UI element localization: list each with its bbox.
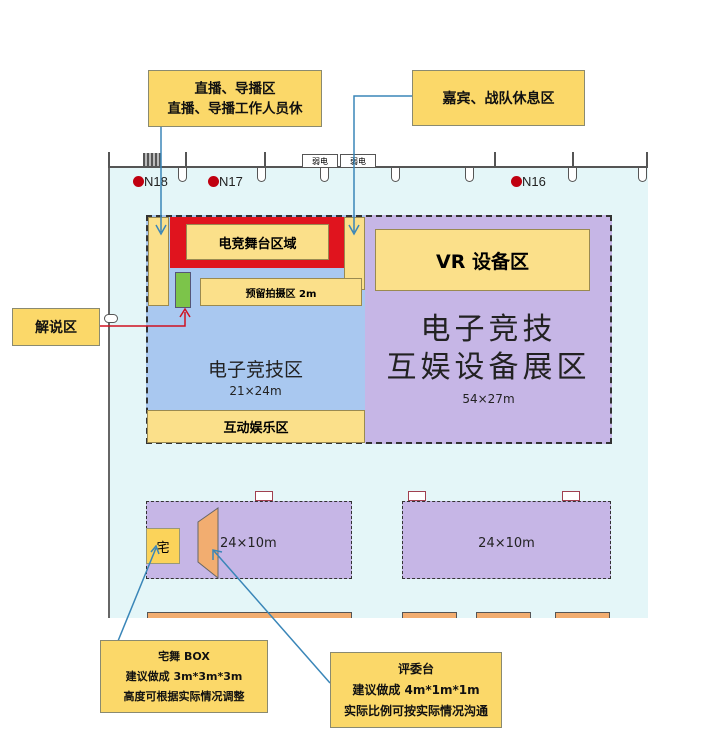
dance-box-callout: 宅舞 BOX 建议做成 3m*3m*3m 高度可根据实际情况调整 bbox=[100, 640, 268, 713]
lower-left-zone bbox=[146, 501, 352, 579]
marker-label: N17 bbox=[219, 174, 243, 189]
screen-icon bbox=[562, 491, 580, 501]
wall-column bbox=[108, 152, 110, 168]
callout-line: 直播、导播区 bbox=[194, 80, 276, 97]
callout-line: 评委台 bbox=[397, 661, 434, 676]
guest-callout: 嘉宾、战队休息区 bbox=[412, 70, 585, 126]
pillar bbox=[178, 168, 187, 182]
power-box: 弱电 bbox=[340, 154, 376, 168]
callout-line: 直播、导播工作人员休 bbox=[167, 100, 303, 117]
interactive-area: 互动娱乐区 bbox=[147, 410, 365, 443]
callout-line: 宅舞 BOX bbox=[158, 649, 210, 663]
wall-column bbox=[264, 152, 266, 168]
expo-label-line2: 互娱设备展区 bbox=[386, 350, 591, 385]
booth-strip bbox=[476, 612, 531, 618]
pillar bbox=[320, 168, 329, 182]
screen-icon bbox=[255, 491, 273, 501]
judges-callout: 评委台 建议做成 4m*1m*1m 实际比例可按实际情况沟通 bbox=[330, 652, 502, 728]
pillar bbox=[257, 168, 266, 182]
callout-line: 高度可根据实际情况调整 bbox=[123, 689, 245, 703]
callout-line: 建议做成 3m*3m*3m bbox=[125, 669, 243, 683]
pillar bbox=[465, 168, 474, 182]
booth-strip bbox=[555, 612, 610, 618]
esports-zone-size: 21×24m bbox=[229, 384, 282, 398]
marker-dot-icon bbox=[208, 176, 219, 187]
guest-leader bbox=[353, 95, 412, 232]
callout-line: 解说区 bbox=[35, 320, 77, 336]
callout-line: 嘉宾、战队休息区 bbox=[442, 91, 555, 107]
commentary-booth bbox=[175, 272, 191, 308]
wall-column bbox=[494, 152, 496, 168]
commentary-leader bbox=[100, 312, 186, 327]
commentary-callout: 解说区 bbox=[12, 308, 100, 346]
broadcast-callout: 直播、导播区 直播、导播工作人员休 bbox=[148, 70, 322, 127]
upper-boundary bbox=[146, 215, 612, 444]
lower-left-size: 24×10m bbox=[220, 536, 277, 551]
marker-dot-icon bbox=[511, 176, 522, 187]
marker-dot-icon bbox=[133, 176, 144, 187]
pillar bbox=[638, 168, 647, 182]
wall-column bbox=[572, 152, 574, 168]
vr-area: VR 设备区 bbox=[375, 229, 590, 291]
marker-label: N16 bbox=[522, 174, 546, 189]
lower-right-zone bbox=[402, 501, 611, 579]
screen-icon bbox=[408, 491, 426, 501]
stage-area: 电竞舞台区域 bbox=[186, 224, 329, 260]
dance-box-leader bbox=[117, 547, 157, 642]
judges-leader bbox=[213, 550, 331, 684]
callout-line: 建议做成 4m*1m*1m bbox=[352, 682, 480, 697]
booth-strip bbox=[402, 612, 457, 618]
stairs-icon bbox=[143, 153, 161, 166]
wall-column bbox=[646, 152, 648, 168]
expo-label-line1: 电子竞技 bbox=[420, 312, 557, 347]
booth-strip bbox=[147, 612, 352, 618]
pillar bbox=[104, 314, 118, 323]
esports-zone-label: 电子竞技区 bbox=[207, 359, 303, 381]
marker-label: N18 bbox=[144, 174, 168, 189]
power-box: 弱电 bbox=[302, 154, 338, 168]
pillar bbox=[391, 168, 400, 182]
lower-right-size: 24×10m bbox=[478, 536, 535, 551]
pillar bbox=[568, 168, 577, 182]
callout-line: 实际比例可按实际情况沟通 bbox=[343, 703, 488, 718]
broadcast-area bbox=[148, 217, 169, 306]
expo-size: 54×27m bbox=[462, 392, 515, 406]
wall-column bbox=[185, 152, 187, 168]
judges-table bbox=[197, 507, 219, 580]
reserved-shoot-area: 预留拍摄区 2m bbox=[200, 278, 362, 306]
top-wall bbox=[108, 166, 648, 168]
